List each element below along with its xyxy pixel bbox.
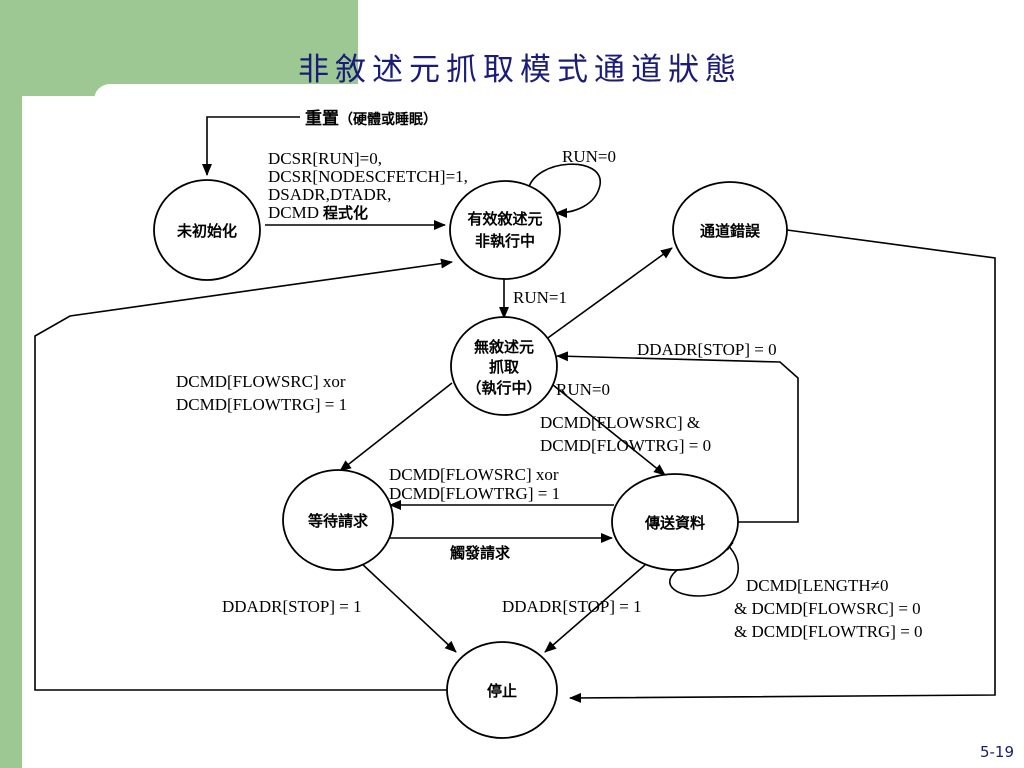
flow-and-label-2: DCMD[FLOWTRG] = 0 bbox=[540, 436, 711, 455]
ddadr-stop0-label: DDADR[STOP] = 0 bbox=[637, 340, 777, 359]
flow-and-label-1: DCMD[FLOWSRC] & bbox=[540, 413, 700, 432]
program-label-2: DCSR[NODESCFETCH]=1, bbox=[268, 167, 468, 186]
error-arrow bbox=[544, 247, 673, 341]
state-channel-error-label: 通道錯誤 bbox=[700, 222, 761, 240]
length-label-1: DCMD[LENGTH≠0 bbox=[746, 576, 888, 595]
content-panel-corner bbox=[94, 84, 394, 114]
flow-xor-label-2: DCMD[FLOWTRG] = 1 bbox=[176, 395, 347, 414]
length-label-2: & DCMD[FLOWSRC] = 0 bbox=[734, 599, 921, 618]
run0-self-label: RUN=0 bbox=[562, 147, 616, 166]
no-desc-to-wait-arrow bbox=[339, 382, 453, 472]
state-valid-desc-circle bbox=[449, 180, 561, 280]
state-no-desc-label-1: 無敘述元 bbox=[474, 338, 534, 356]
flow-xor-label-1: DCMD[FLOWSRC] xor bbox=[176, 372, 346, 391]
mid-xor-label-1: DCMD[FLOWSRC] xor bbox=[389, 465, 559, 484]
state-stop-label: 停止 bbox=[487, 682, 517, 700]
no-desc-to-transfer-arrow bbox=[552, 384, 666, 476]
state-wait-request-circle bbox=[282, 469, 394, 571]
program-label-1: DCSR[RUN]=0, bbox=[268, 149, 382, 168]
reset-label: 重置（硬體或睡眠） bbox=[305, 108, 437, 129]
state-stop-circle bbox=[446, 641, 558, 739]
stop-to-valid-line bbox=[34, 258, 453, 691]
state-uninit-label: 未初始化 bbox=[176, 222, 237, 240]
reset-arrow bbox=[202, 116, 300, 176]
run0-self-loop bbox=[527, 163, 601, 218]
wait-to-stop-arrow bbox=[359, 561, 457, 653]
page-number: 5-19 bbox=[979, 743, 1014, 761]
error-to-stop-line bbox=[569, 229, 996, 703]
run0-back-label: RUN=0 bbox=[556, 380, 610, 399]
transfer-to-stop-arrow bbox=[544, 564, 646, 653]
top-green-block bbox=[0, 0, 358, 96]
length-label-3: & DCMD[FLOWTRG] = 0 bbox=[734, 622, 923, 641]
state-transfer-circle bbox=[611, 473, 739, 571]
state-no-desc-circle bbox=[450, 316, 558, 416]
trigger-request-label: 觸發請求 bbox=[450, 544, 511, 562]
transfer-self-loop bbox=[668, 539, 740, 597]
state-valid-desc-label-1: 有效敘述元 bbox=[467, 210, 542, 228]
mid-xor-label-2: DCMD[FLOWTRG] = 1 bbox=[389, 484, 560, 503]
state-uninit-circle bbox=[153, 179, 261, 281]
stop1-left-label: DDADR[STOP] = 1 bbox=[222, 597, 362, 616]
transfer-to-no-desc-line bbox=[556, 351, 799, 523]
left-green-bar bbox=[0, 0, 22, 745]
state-wait-request-label: 等待請求 bbox=[308, 512, 369, 530]
program-label-3: DSADR,DTADR, bbox=[268, 185, 391, 204]
state-transfer-label: 傳送資料 bbox=[644, 514, 705, 532]
state-no-desc-label-3: （執行中） bbox=[466, 379, 541, 397]
state-channel-error-circle bbox=[672, 181, 788, 279]
stop1-mid-label: DDADR[STOP] = 1 bbox=[502, 597, 642, 616]
run1-label: RUN=1 bbox=[513, 288, 567, 307]
state-no-desc-label-2: 抓取 bbox=[489, 358, 520, 376]
slide-title: 非敘述元抓取模式通道狀態 bbox=[298, 52, 742, 88]
state-valid-desc-label-2: 非執行中 bbox=[475, 232, 535, 250]
